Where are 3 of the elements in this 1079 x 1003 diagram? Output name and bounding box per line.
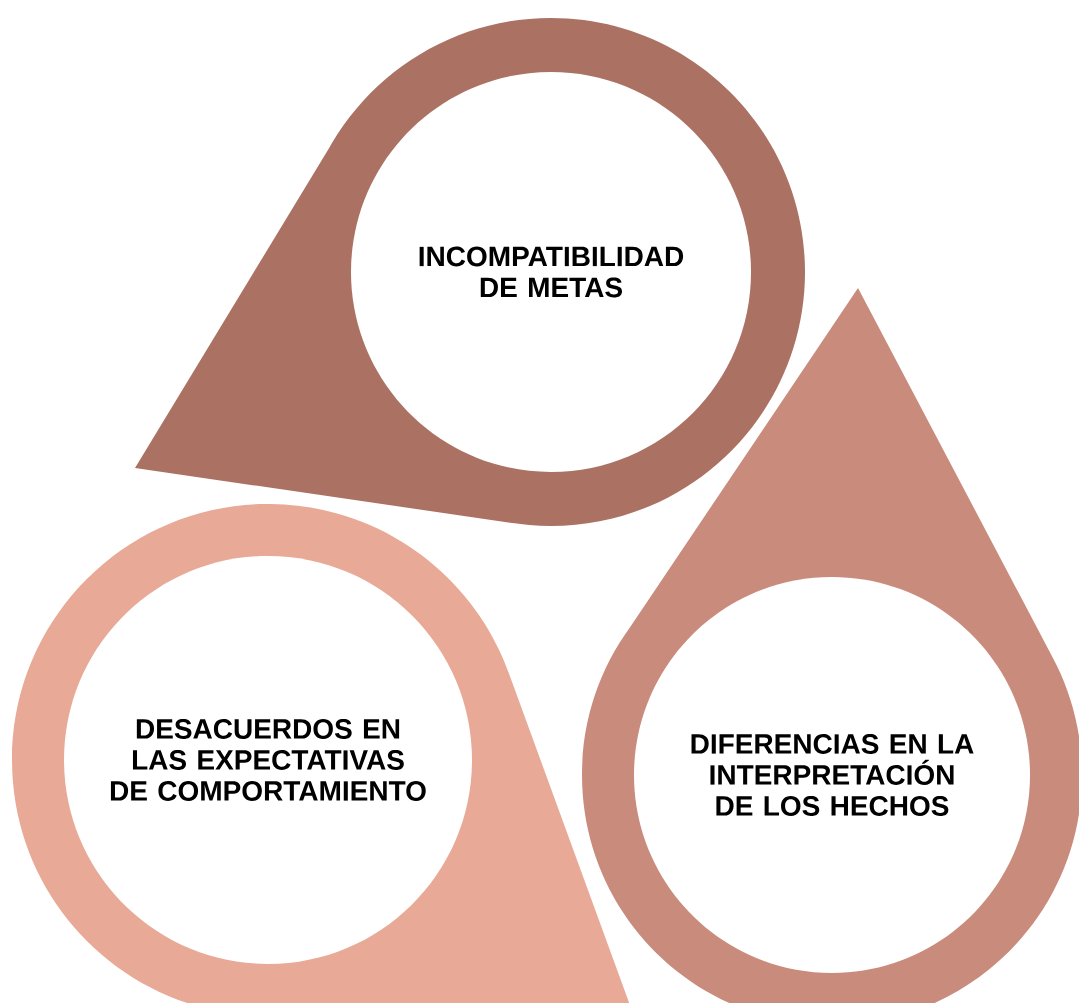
circle-label: DIFERENCIAS EN LA INTERPRETACIÓN DE LOS HECHOS [634,577,1030,973]
circle-label: INCOMPATIBILIDAD DE METAS [351,72,751,472]
circle-label: DESACUERDOS EN LAS EXPECTATIVAS DE COMPORTAMIENTO [64,556,472,964]
